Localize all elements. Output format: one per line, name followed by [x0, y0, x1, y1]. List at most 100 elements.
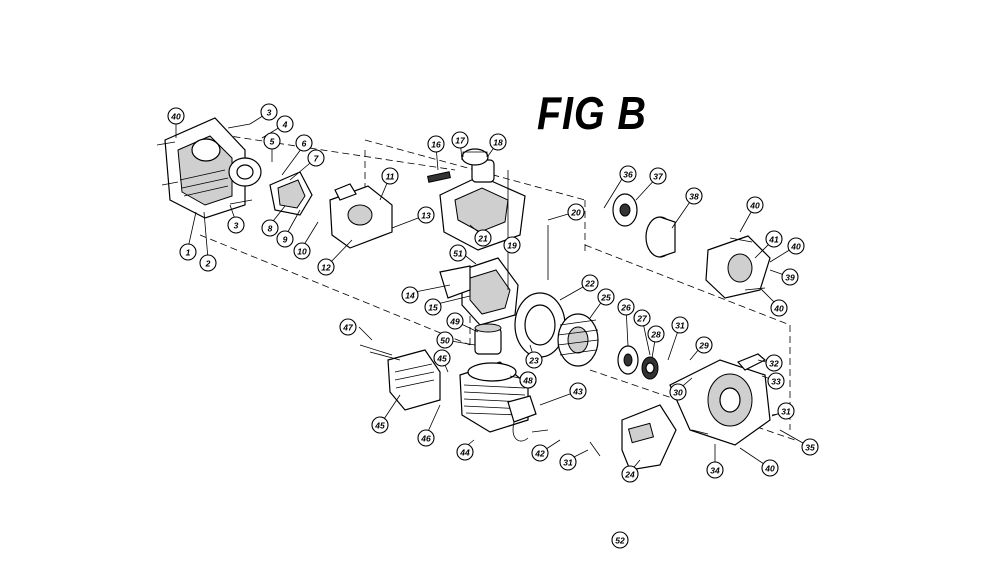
callout-44: 44: [456, 443, 474, 461]
callout-14: 14: [401, 286, 419, 304]
callout-label: 50: [440, 336, 450, 346]
callout-43: 43: [569, 382, 587, 400]
flywheel: [557, 313, 599, 367]
callout-28: 28: [647, 325, 665, 343]
callout-40: 40: [746, 196, 764, 214]
ignition-coil: [507, 395, 537, 442]
callout-label: 52: [615, 536, 625, 546]
callout-label: 26: [620, 303, 631, 313]
callout-51: 51: [449, 244, 467, 262]
callout-label: 41: [768, 235, 779, 245]
callout-29: 29: [695, 336, 713, 354]
callout-45: 45: [433, 349, 451, 367]
callout-24: 24: [621, 465, 639, 483]
callout-label: 17: [455, 136, 466, 146]
handle-bracket: [621, 404, 677, 471]
callout-label: 39: [785, 273, 795, 283]
muffler: [387, 349, 441, 411]
callout-label: 1: [186, 248, 191, 258]
callout-label: 31: [675, 321, 685, 331]
callout-label: 36: [623, 170, 633, 180]
callout-34: 34: [706, 461, 724, 479]
callout-8: 8: [261, 219, 279, 237]
callout-15: 15: [424, 298, 442, 316]
callout-40: 40: [761, 459, 779, 477]
callout-37: 37: [649, 167, 667, 185]
callout-6: 6: [295, 134, 313, 152]
callout-label: 42: [534, 449, 545, 459]
callout-label: 49: [449, 317, 460, 327]
callout-label: 44: [459, 448, 470, 458]
callout-label: 31: [563, 458, 573, 468]
recoil-spring: [641, 356, 659, 380]
callout-label: 21: [477, 234, 488, 244]
callout-label: 3: [267, 108, 272, 118]
piston: [474, 323, 502, 355]
callout-52: 52: [611, 531, 629, 549]
callout-40: 40: [167, 107, 185, 125]
callout-27: 27: [633, 309, 651, 327]
callout-label: 20: [570, 208, 581, 218]
callout-label: 10: [297, 247, 307, 257]
callout-13: 13: [417, 206, 435, 224]
callout-label: 40: [790, 242, 801, 252]
starter-pulley: [617, 345, 639, 375]
figure-title: FIG B: [537, 87, 647, 139]
callout-label: 12: [321, 263, 331, 273]
callout-1: 1: [179, 243, 197, 261]
callout-label: 4: [282, 120, 288, 130]
shroud-gasket: [228, 157, 262, 187]
callout-3: 3: [227, 216, 245, 234]
callout-label: 2: [205, 259, 211, 269]
callout-label: 13: [421, 211, 431, 221]
callout-label: 43: [572, 387, 583, 397]
callout-label: 15: [428, 303, 438, 313]
callout-label: 48: [522, 376, 533, 386]
callout-12: 12: [317, 258, 335, 276]
callout-10: 10: [293, 242, 311, 260]
callout-label: 3: [234, 221, 239, 231]
engine-shroud: [164, 117, 246, 219]
starter-housing: [669, 359, 771, 446]
callout-5: 5: [263, 132, 281, 150]
callout-label: 45: [436, 354, 447, 364]
screws: [156, 123, 791, 457]
callout-26: 26: [617, 298, 635, 316]
callout-label: 18: [493, 138, 503, 148]
callout-23: 23: [525, 351, 543, 369]
callout-31: 31: [671, 316, 689, 334]
leader-lines: [175, 111, 811, 473]
callout-label: 25: [600, 293, 611, 303]
callout-39: 39: [781, 268, 799, 286]
clutch-shoe: [612, 193, 638, 227]
fan-housing: [514, 292, 566, 358]
callout-label: 40: [749, 201, 760, 211]
callout-label: 11: [386, 172, 395, 182]
callout-9: 9: [276, 230, 294, 248]
callout-label: 46: [420, 434, 431, 444]
clutch-drum: [645, 216, 676, 258]
callout-label: 47: [342, 323, 354, 333]
callout-32: 32: [765, 354, 783, 372]
callout-46: 46: [417, 429, 435, 447]
callout-label: 51: [453, 249, 463, 259]
callout-36: 36: [619, 165, 637, 183]
cylinder: [459, 361, 529, 433]
callout-label: 35: [805, 443, 815, 453]
callout-21: 21: [474, 229, 492, 247]
callout-35: 35: [801, 438, 819, 456]
callout-31: 31: [559, 453, 577, 471]
callout-label: 32: [769, 359, 779, 369]
callout-25: 25: [597, 288, 615, 306]
callout-label: 16: [431, 140, 441, 150]
callout-33: 33: [767, 372, 785, 390]
callout-50: 50: [436, 331, 454, 349]
carburetor: [269, 171, 313, 216]
callout-label: 40: [773, 304, 784, 314]
callout-label: 8: [268, 224, 273, 234]
callout-31: 31: [777, 402, 795, 420]
callout-label: 27: [636, 314, 648, 324]
callout-45: 45: [371, 416, 389, 434]
